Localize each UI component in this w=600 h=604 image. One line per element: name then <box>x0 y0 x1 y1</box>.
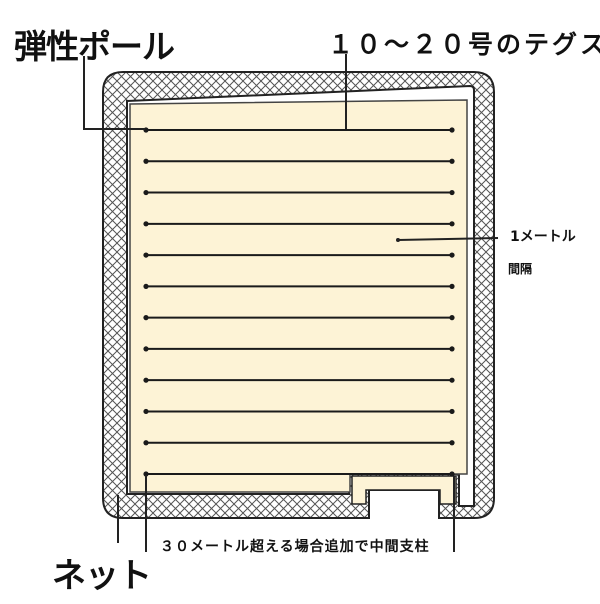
pole-label: 弾性ポール <box>14 27 175 66</box>
pole-point <box>449 189 455 196</box>
pole-point <box>449 408 455 415</box>
pole-point <box>143 252 149 258</box>
pole-point <box>449 346 455 352</box>
pole-point <box>143 315 149 321</box>
pole-point <box>449 127 455 133</box>
pole-point <box>143 377 149 383</box>
pole-point <box>143 471 149 477</box>
pole-point <box>449 252 455 258</box>
pole-point <box>449 283 455 289</box>
support-label: ３０メートル超える場合追加で中間支柱 <box>160 539 430 555</box>
pole-point <box>143 158 149 164</box>
pole-point <box>143 221 149 227</box>
pole-point <box>449 221 455 227</box>
pole-point <box>449 471 455 477</box>
enclosed-area <box>129 99 468 493</box>
pole-point <box>143 189 149 196</box>
line-label: １０～２０号のテグス <box>328 30 600 59</box>
spacing-leader <box>397 237 499 241</box>
net-label: ネット <box>52 556 152 596</box>
pole-point <box>449 440 455 446</box>
pole-point <box>143 346 149 352</box>
pole-point <box>449 158 455 164</box>
spacing-label-sub: 間隔 <box>508 262 533 276</box>
spacing-dot <box>396 238 400 242</box>
pole-point <box>449 377 455 383</box>
pole-point <box>143 440 149 446</box>
line-rows <box>143 127 455 477</box>
support-notch <box>351 475 457 505</box>
pole-point <box>143 283 149 289</box>
pole-point <box>143 408 149 415</box>
spacing-label: 1メートル <box>510 229 576 245</box>
pole-leader <box>83 56 145 130</box>
pole-point <box>449 315 455 321</box>
